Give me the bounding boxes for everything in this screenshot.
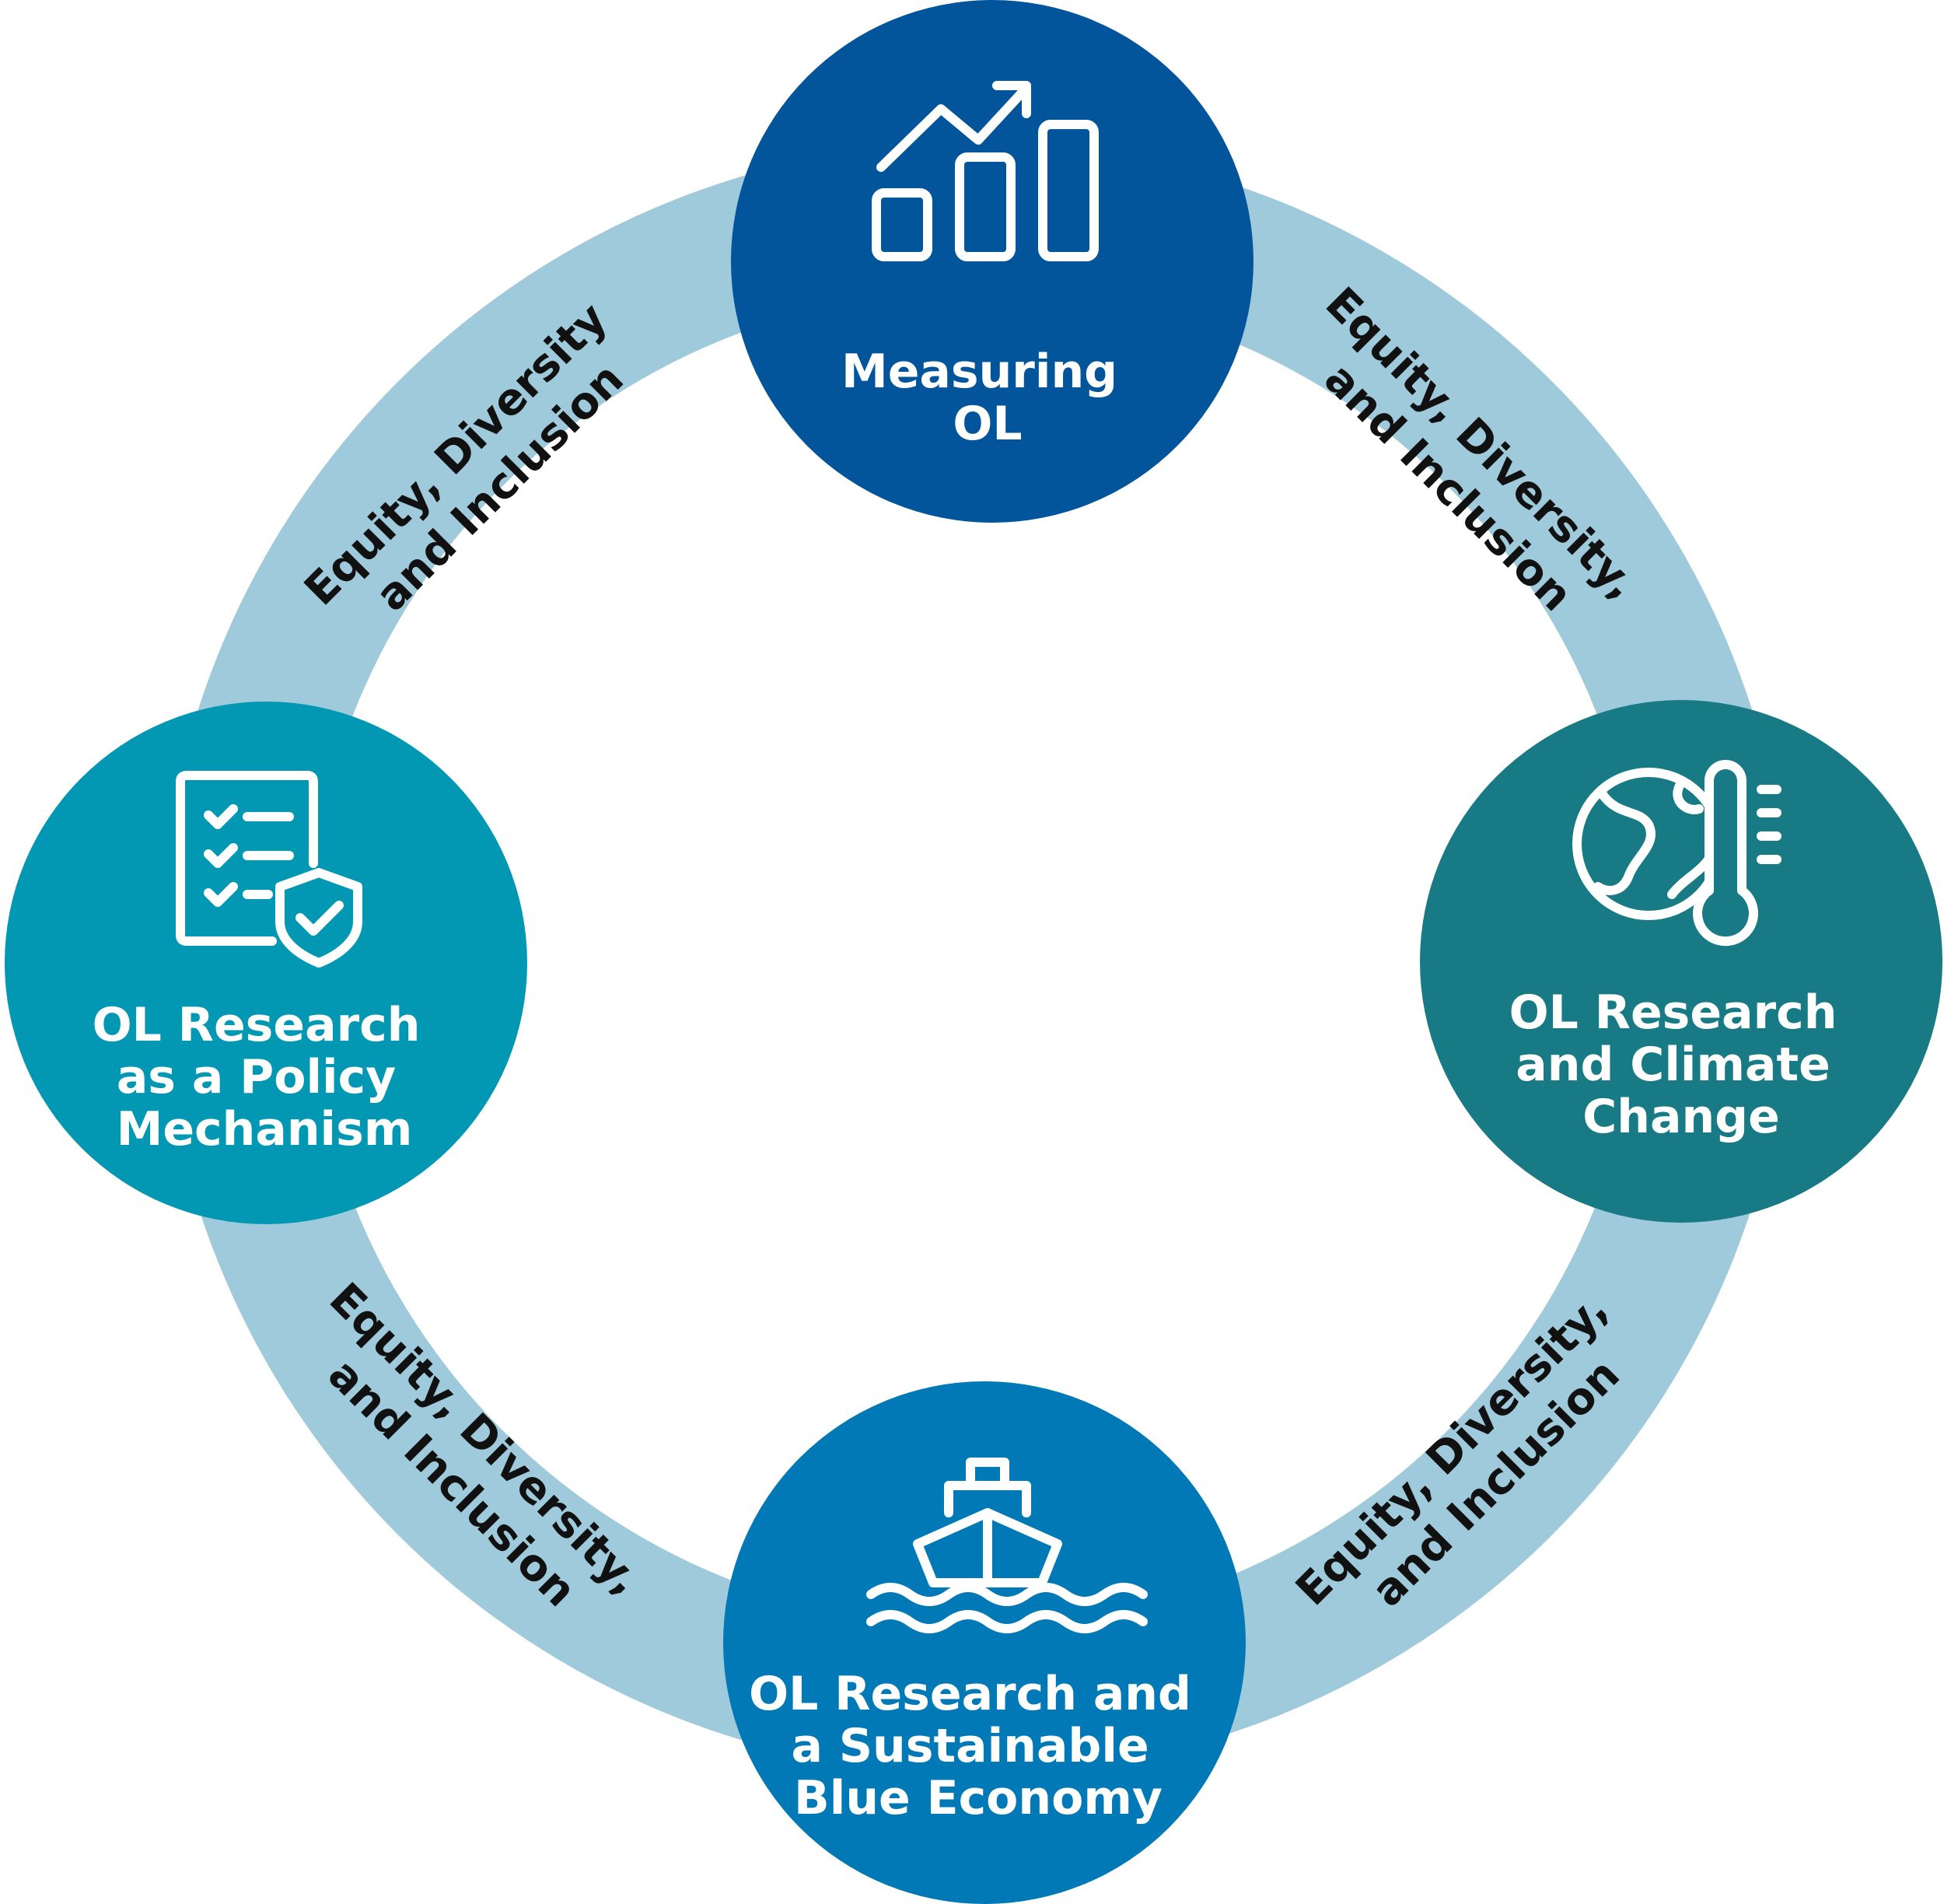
globe-thermometer-icon <box>1572 760 1781 947</box>
node-label-line: OL <box>953 397 1022 451</box>
node-label-line: OL Research <box>93 998 421 1052</box>
node-label-line: as a Policy <box>117 1050 396 1104</box>
node-label-line: and Climate <box>1516 1038 1830 1092</box>
node-measuring-ol: Measuring OL <box>731 0 1253 523</box>
checklist-shield-icon <box>176 771 362 968</box>
node-label-line: Measuring <box>841 345 1117 399</box>
svg-text:OL Research as a Policy: OL Research as a Policy Mechanism <box>93 998 437 1157</box>
node-label-line: OL Research and <box>749 1667 1191 1721</box>
node-blue-economy: OL Research and a Sustainable Blue Econo… <box>723 1381 1246 1904</box>
node-policy-mechanism: OL Research as a Policy Mechanism <box>5 702 527 1224</box>
node-climate-change: OL Research and Climate Change <box>1420 700 1942 1223</box>
node-label-line: Blue Economy <box>794 1771 1163 1825</box>
svg-text:OL Research and a Sustai: OL Research and a Sustainable Blue Econo… <box>749 1667 1208 1825</box>
node-label-line: Mechanism <box>117 1102 413 1157</box>
bar-chart-trend-icon <box>872 81 1099 261</box>
node-circle <box>5 702 527 1224</box>
node-circle <box>723 1381 1246 1904</box>
ship-waves-icon <box>866 1458 1148 1633</box>
svg-text:OL Research and Climate: OL Research and Climate Change <box>1509 985 1854 1144</box>
node-label-line: a Sustainable <box>791 1719 1149 1773</box>
node-label-line: OL Research <box>1509 985 1837 1040</box>
node-label-line: Change <box>1582 1090 1780 1144</box>
svg-text:Measuring OL: Measuring OL <box>841 345 1134 451</box>
node-circle <box>1420 700 1942 1223</box>
